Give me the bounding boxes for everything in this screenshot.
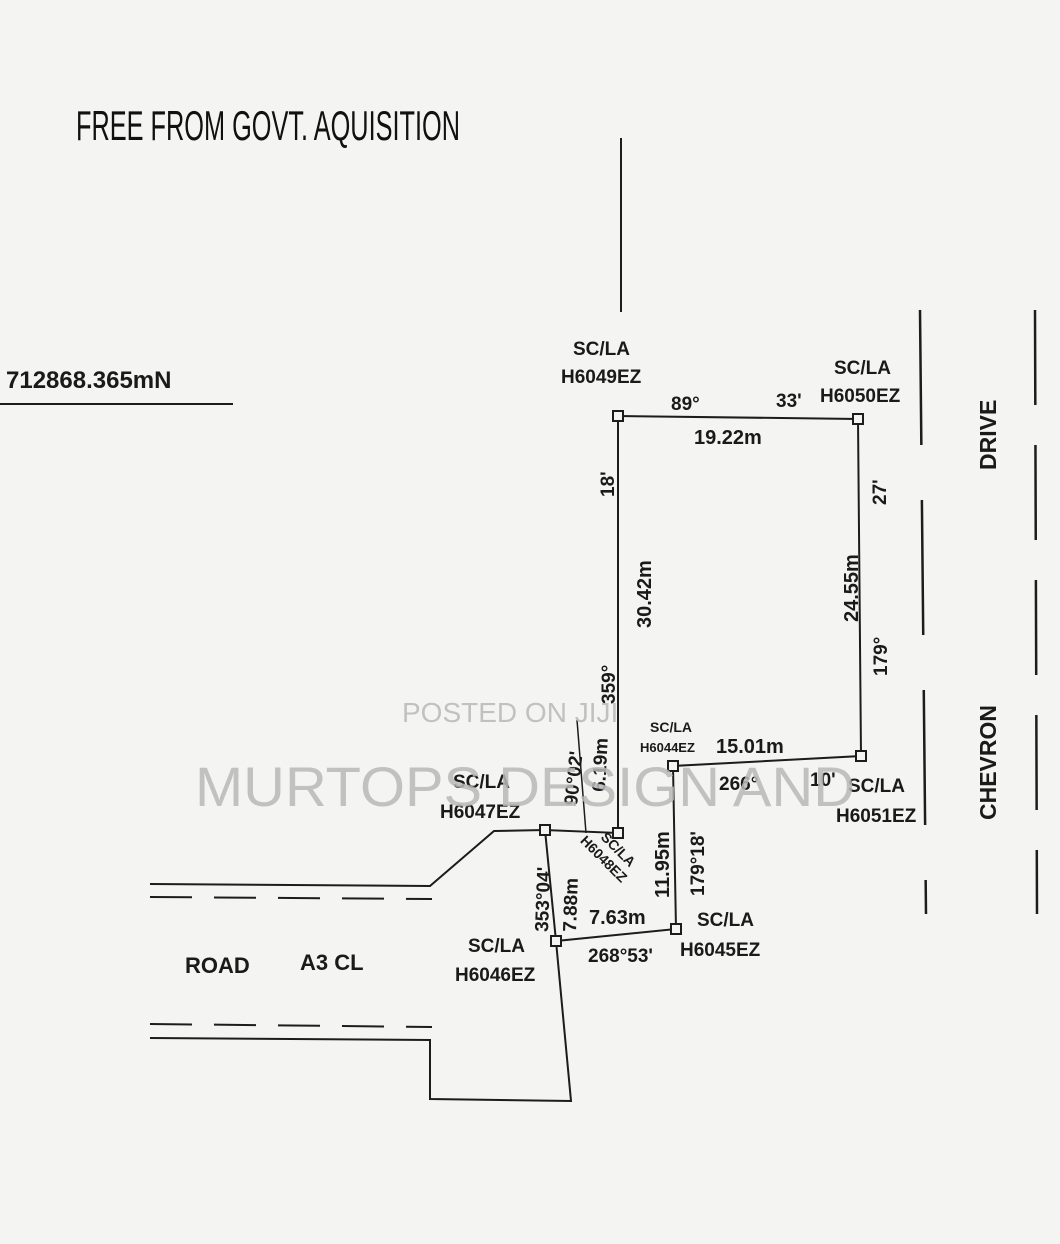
road-dash-top	[149, 896, 433, 900]
svg-text:H6050EZ: H6050EZ	[820, 386, 901, 407]
svg-text:SC/LA: SC/LA	[834, 358, 891, 379]
svg-text:SC/LA: SC/LA	[453, 772, 510, 793]
top-bearing-min: 33'	[776, 391, 802, 412]
svg-text:H6046EZ: H6046EZ	[455, 965, 536, 986]
svg-text:H6049EZ: H6049EZ	[561, 367, 642, 388]
inner-bearing: 179°18'	[688, 831, 709, 896]
svg-text:H6044EZ: H6044EZ	[640, 740, 695, 755]
bottom-bearing: 268°53'	[588, 946, 653, 967]
pillar-label-h6047ez: SC/LA H6047EZ	[440, 772, 521, 823]
northing-label: 712868.365mN	[6, 367, 171, 394]
left-bearing-deg: 359°	[599, 665, 620, 704]
svg-text:H6051EZ: H6051EZ	[836, 806, 917, 827]
left-bearing-min: 18'	[598, 471, 619, 497]
pillar-label-h6045ez: SC/LA H6045EZ	[680, 910, 761, 961]
road-edge-top	[149, 829, 546, 888]
offset-line	[576, 719, 587, 834]
pillar-marker	[550, 935, 562, 947]
svg-text:SC/LA: SC/LA	[468, 936, 525, 957]
mid-bearing-deg: 266°	[719, 774, 758, 795]
pillar-label-h6046ez: SC/LA H6046EZ	[455, 936, 536, 986]
mid-bearing-min: 10'	[810, 770, 836, 791]
road-name-label: A3 CL	[300, 950, 364, 975]
pillar-marker	[852, 413, 864, 425]
drive-edge-left	[918, 309, 928, 915]
svg-text:SC/LA: SC/LA	[697, 910, 754, 931]
slant-distance: 7.88m	[560, 878, 583, 933]
svg-text:SC/LA: SC/LA	[848, 776, 905, 797]
chevron-label: CHEVRON	[975, 705, 1001, 820]
bottom-distance: 7.63m	[589, 907, 646, 929]
right-bearing-deg: 179°	[871, 637, 892, 676]
top-bearing-deg: 89°	[671, 394, 700, 415]
pillar-label-h6044ez: SC/LA H6044EZ	[640, 719, 695, 755]
pillar-label-h6051ez: SC/LA H6051EZ	[836, 776, 917, 827]
pillar-marker	[539, 824, 551, 836]
right-distance: 24.55m	[841, 554, 863, 622]
svg-text:H6047EZ: H6047EZ	[440, 802, 521, 823]
pillar-label-h6048ez: SC/LA H6048EZ	[577, 829, 639, 886]
left-distance: 30.42m	[634, 560, 656, 628]
watermark-company: MURTOPS DESIGN AND	[195, 755, 855, 818]
drive-edge-right	[1033, 309, 1039, 915]
right-bearing-min: 27'	[870, 479, 891, 505]
pillar-marker	[855, 750, 867, 762]
slant-bearing: 353°04'	[532, 867, 555, 933]
road-label: ROAD	[185, 953, 250, 978]
pillar-label-h6049ez: SC/LA H6049EZ	[561, 339, 642, 388]
pillar-marker	[667, 760, 679, 772]
svg-text:SC/LA: SC/LA	[573, 339, 630, 360]
watermark-posted: POSTED ON JIJI	[402, 697, 618, 728]
diag-distance: 6.19m	[589, 737, 613, 792]
pillar-marker	[612, 410, 624, 422]
mid-distance: 15.01m	[716, 736, 784, 758]
road-edge-bottom	[149, 940, 573, 1103]
stamp-text: FREE FROM GOVT. AQUISITION	[76, 102, 460, 149]
top-distance: 19.22m	[694, 427, 762, 449]
inner-distance: 11.95m	[652, 831, 674, 898]
pillar-marker	[612, 827, 624, 839]
drive-label: DRIVE	[975, 400, 1001, 470]
svg-text:SC/LA: SC/LA	[650, 719, 692, 735]
svg-text:H6045EZ: H6045EZ	[680, 940, 761, 961]
pillar-marker	[670, 923, 682, 935]
road-dash-bottom	[149, 1023, 433, 1028]
pillar-label-h6050ez: SC/LA H6050EZ	[820, 358, 901, 407]
